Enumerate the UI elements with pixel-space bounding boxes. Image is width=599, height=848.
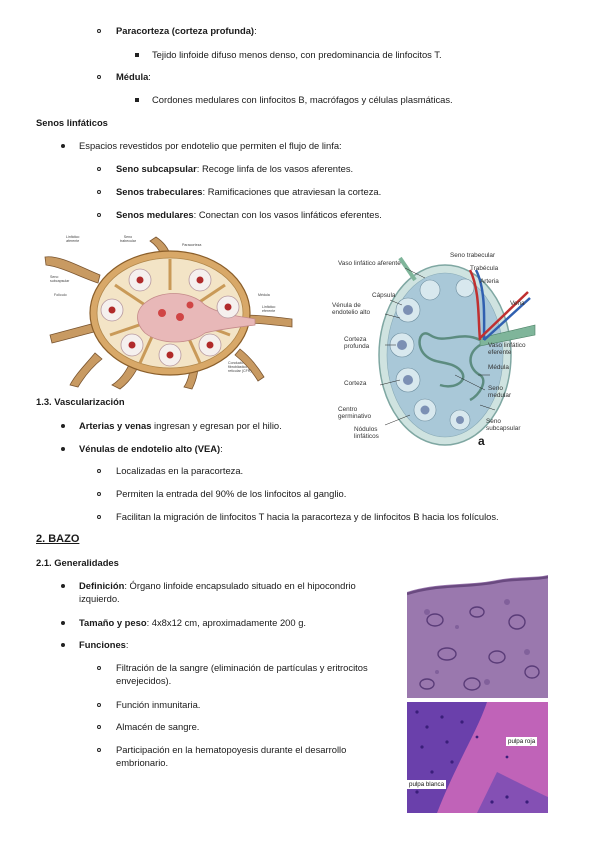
panel-letter: a [478,434,485,448]
label-medula: Médula [258,293,270,297]
hev-item: Vénulas de endotelio alto (VEA): [79,443,223,454]
medulla-title: Médula [116,71,149,82]
sinuses-heading: Senos linfáticos [36,117,108,128]
label-linfatico-eferente: Linfático eferente [262,305,276,313]
medulla-detail: Cordones medulares con linfocitos B, mac… [152,94,453,105]
label-trabecula: Trabécula [470,265,499,272]
bullet-ring [97,213,101,217]
lymph-node-diagram-right: Vaso linfático aferente Seno trabecular … [330,250,540,455]
label-vena: Vena [510,300,525,307]
definition-item-cont: izquierdo. [79,593,120,604]
label-conducto-fibroblastico: Conducto fibroblástico reticular (CFR) [228,361,252,373]
label-seno-subcapsular: Seno subcapsular [50,275,70,283]
bullet-ring [97,167,101,171]
spleen-micrograph-high: pulpa roja pulpa blanca [407,702,548,813]
hev-detail: Facilitan la migración de linfocitos T h… [116,511,499,522]
label-seno-medular: Seno medular [488,385,512,399]
vascularization-heading: 1.3. Vascularización [36,396,125,407]
spleen-micrograph-low [407,572,548,698]
label-linfatico-aferente: Linfático aferente [66,235,80,243]
function-item: Filtración de la sangre (eliminación de … [116,662,368,673]
bullet-dot [61,424,65,428]
bullet-ring [97,515,101,519]
paracortex-item: Paracorteza (corteza profunda): [116,25,257,36]
spleen-heading: 2. BAZO [36,533,80,545]
bullet-ring [97,469,101,473]
function-item-cont: embrionario. [116,757,169,768]
bullet-ring [97,703,101,707]
hev-detail: Localizadas en la paracorteza. [116,465,244,476]
label-arteria: Arteria [480,278,499,285]
label-centro-germinativo: Centro germinativo [338,406,372,420]
label-seno-subcapsular: Seno subcapsular [486,418,521,432]
function-item: Participación en la hematopoyesis durant… [116,744,347,755]
bullet-ring [97,190,101,194]
definition-item: Definición: Órgano linfoide encapsulado … [79,580,356,591]
sinus-item: Seno subcapsular: Recoge linfa de los va… [116,163,354,174]
bullet-dot [61,447,65,451]
bullet-square [135,98,139,102]
bullet-square [135,53,139,57]
bullet-ring [97,75,101,79]
label-nodulos: Nódulos linfáticos [354,426,379,440]
medulla-item: Médula: [116,71,151,82]
label-vaso-eferente: Vaso linfático eferente [488,342,526,356]
label-vaso-aferente: Vaso linfático aferente [338,260,401,267]
label-venula: Vénula de endotelio alto [332,302,371,316]
bullet-ring [97,725,101,729]
bullet-ring [97,29,101,33]
bullet-dot [61,584,65,588]
size-item: Tamaño y peso: 4x8x12 cm, aproximadament… [79,617,307,628]
label-seno-trabecular: Seno trabecular [450,252,496,259]
paracortex-detail: Tejido linfoide difuso menos denso, con … [152,49,442,60]
paracortex-title: Paracorteza (corteza profunda) [116,25,255,36]
label-capsula: Cápsula [372,292,396,299]
function-item-cont: envejecidos). [116,675,172,686]
sinus-item: Senos trabeculares: Ramificaciones que a… [116,186,382,197]
sinuses-intro: Espacios revestidos por endotelio que pe… [79,140,342,151]
hev-detail: Permiten la entrada del 90% de los linfo… [116,488,347,499]
label-corteza-profunda: Corteza profunda [344,336,370,350]
functions-item: Funciones: [79,639,129,650]
lymph-node-diagram-left: Linfático aferente Seno trabecular Parac… [40,235,295,390]
label-pulpa-blanca: pulpa blanca [407,780,447,789]
function-item: Función inmunitaria. [116,699,201,710]
bullet-dot [61,144,65,148]
sinus-item: Senos medulares: Conectan con los vasos … [116,209,382,220]
label-pulpa-roja: pulpa roja [506,737,538,746]
label-foliculo: Folículo [54,293,67,297]
label-paracorteza: Paracorteza [182,243,202,247]
generalities-heading: 2.1. Generalidades [36,557,119,568]
arteries-item: Arterias y venas ingresan y egresan por … [79,420,282,431]
bullet-ring [97,666,101,670]
function-item: Almacén de sangre. [116,721,200,732]
bullet-dot [61,621,65,625]
label-corteza: Corteza [344,380,367,387]
bullet-ring [97,492,101,496]
bullet-ring [97,748,101,752]
label-seno-trabecular: Seno trabecular [120,235,136,243]
label-medula: Médula [488,364,509,371]
bullet-dot [61,643,65,647]
